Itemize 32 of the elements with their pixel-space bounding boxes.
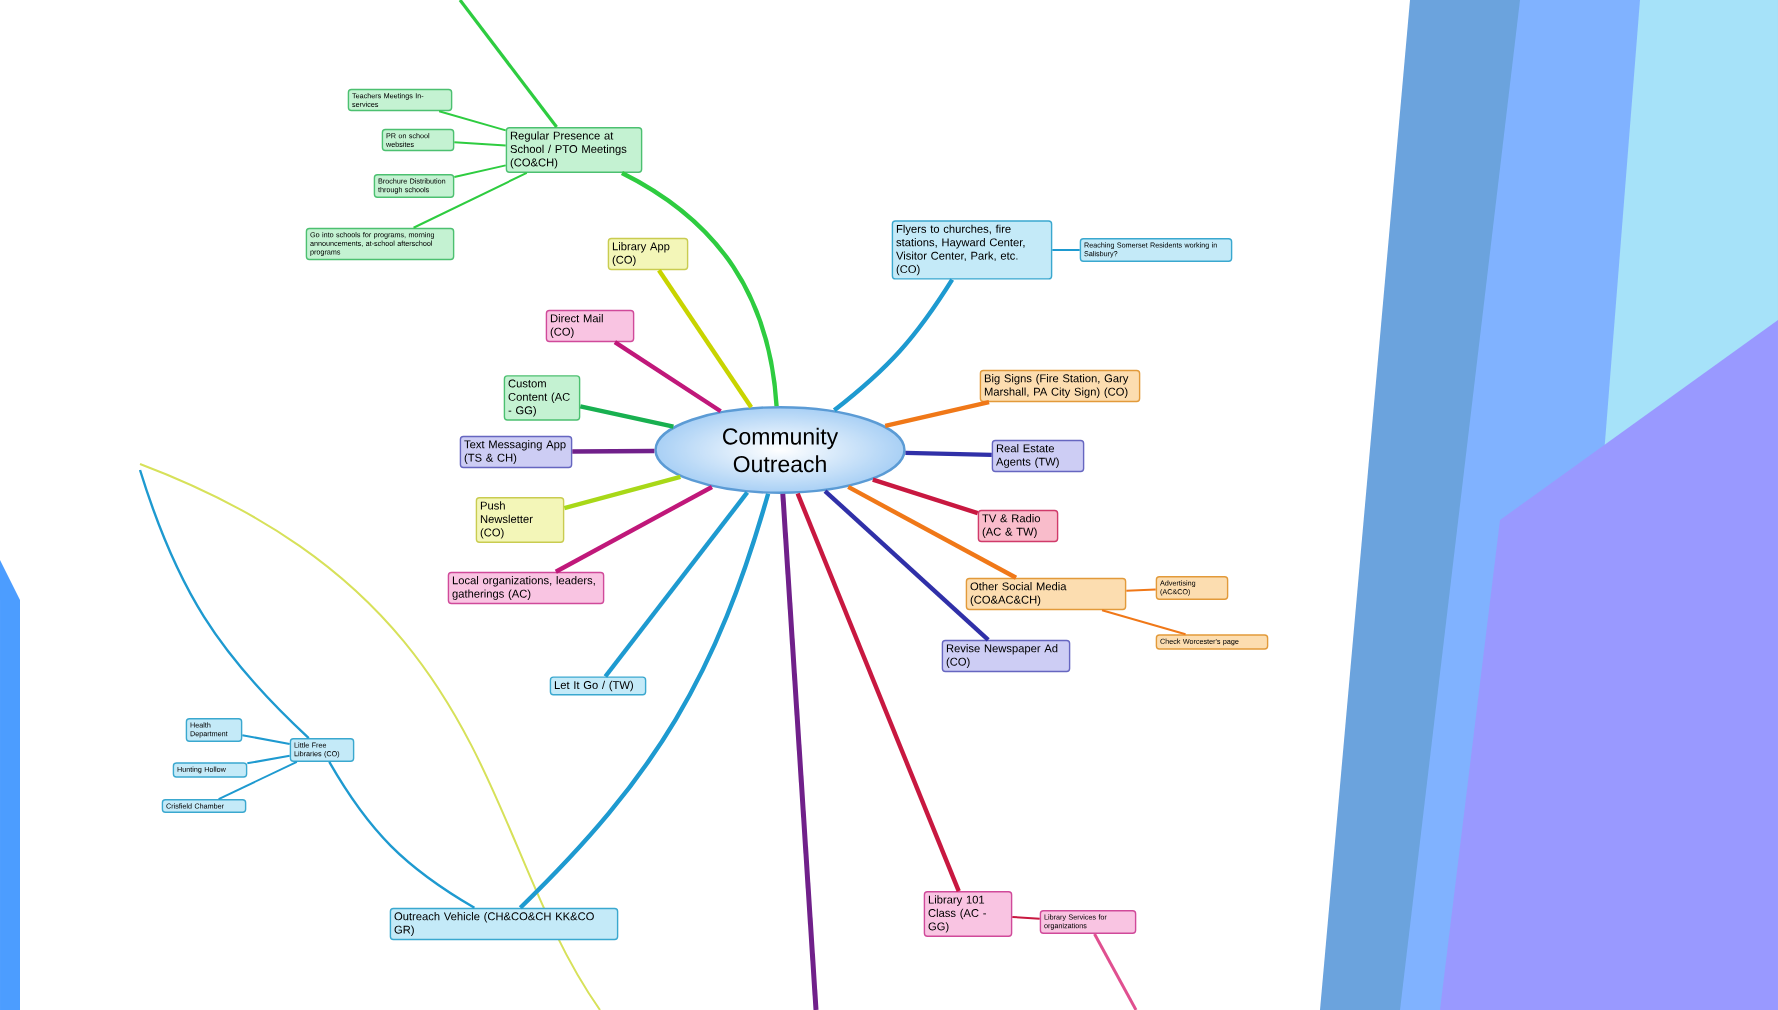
branch-line: [1101, 609, 1187, 636]
branch-line: [1011, 915, 1041, 920]
branch-line: [1051, 249, 1081, 251]
branch-line: [458, 0, 558, 129]
branch-line: [1125, 588, 1157, 592]
branch-line: [246, 754, 291, 765]
branch-line: [438, 110, 507, 132]
branch-line: [795, 492, 961, 892]
branch-line: [138, 469, 310, 739]
branch-line: [328, 761, 476, 909]
branch-line: [884, 400, 990, 429]
branch-line: [453, 141, 507, 147]
branch-line: [657, 268, 753, 409]
branch-line: [780, 493, 819, 1010]
branch-line: [412, 171, 528, 229]
branch-line: [905, 450, 992, 458]
branch-line: [1093, 933, 1138, 1010]
branch-line: [563, 474, 681, 511]
branch-line: [603, 491, 749, 678]
branch-line: [613, 340, 722, 414]
branch-line: [847, 485, 1018, 580]
branch-line: [832, 278, 954, 413]
branch-line: [572, 448, 655, 454]
branch-line: [554, 485, 713, 574]
branch-line: [579, 404, 674, 429]
branch-line: [518, 493, 771, 910]
branch-line: [217, 760, 298, 801]
branch-line: [872, 477, 979, 516]
branch-line: [453, 164, 507, 178]
branch-line: [620, 170, 779, 407]
branch-line: [823, 489, 990, 642]
branch-line: [241, 734, 291, 745]
